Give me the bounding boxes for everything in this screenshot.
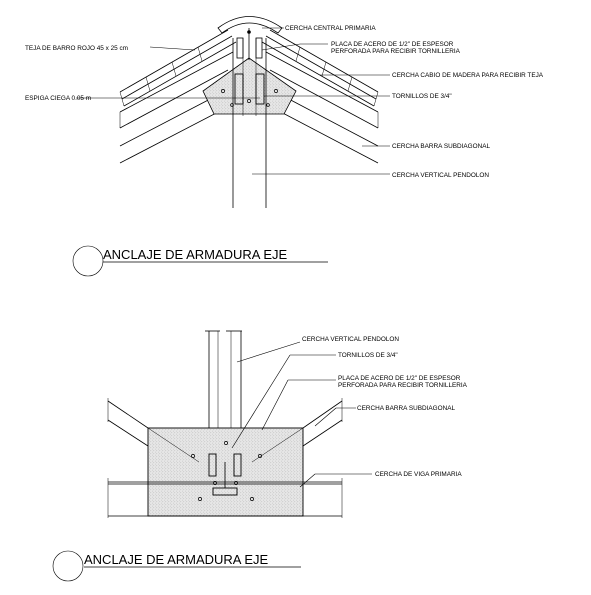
label-barra-subdiagonal: CERCHA BARRA SUBDIAGONAL xyxy=(392,143,490,150)
vertical-pendolon-bottom xyxy=(205,330,242,428)
steel-plate-bottom xyxy=(208,453,242,496)
title-bubble-bottom xyxy=(52,550,84,582)
steel-plate-top xyxy=(234,28,265,105)
label-cercha-cabio: CERCHA CABIO DE MADERA PARA RECIBIR TEJA xyxy=(392,72,544,79)
bolts-top xyxy=(221,89,278,107)
label-barra-subdiagonal-b: CERCHA BARRA SUBDIAGONAL xyxy=(357,405,455,412)
detail-title-top: ANCLAJE DE ARMADURA EJE xyxy=(103,247,288,262)
subdiagonal-bars-bottom xyxy=(107,398,343,463)
detail-title-bottom: ANCLAJE DE ARMADURA EJE xyxy=(84,552,269,567)
title-bubble-top xyxy=(72,245,104,277)
detail-top: CERCHA CENTRAL PRIMARIA TEJA DE BARRO RO… xyxy=(25,16,544,277)
label-vertical-pendolon-b: CERCHA VERTICAL PENDOLON xyxy=(302,336,399,343)
leaders-top xyxy=(76,27,390,175)
label-teja: TEJA DE BARRO ROJO 45 x 25 cm xyxy=(25,45,128,52)
label-placa-line1-b: PLACA DE ACERO DE 1/2" DE ESPESOR xyxy=(338,375,461,382)
label-viga-primaria: CERCHA DE VIGA PRIMARIA xyxy=(375,471,462,478)
subdiagonal-bars xyxy=(119,96,379,164)
anchor-block-top xyxy=(202,57,297,115)
rafter-right xyxy=(265,51,379,129)
label-tornillos-b: TORNILLOS DE 3/4" xyxy=(338,352,398,359)
bolts-bottom xyxy=(191,441,262,501)
label-espiga: ESPIGA CIEGA 0.05 m xyxy=(25,95,91,102)
ridge-tile xyxy=(217,16,283,34)
label-vertical-pendolon: CERCHA VERTICAL PENDOLON xyxy=(392,172,489,179)
label-placa-line1: PLACA DE ACERO DE 1/2" DE ESPESOR xyxy=(331,41,454,48)
leaders-bottom xyxy=(231,341,372,488)
roof-tiles-left xyxy=(119,29,237,107)
rafter-left xyxy=(119,51,234,129)
detail-bottom: CERCHA VERTICAL PENDOLON TORNILLOS DE 3/… xyxy=(52,330,468,582)
label-placa-line2: PERFORADA PARA RECIBIR TORNILLERIA xyxy=(331,48,461,55)
label-cercha-central: CERCHA CENTRAL PRIMARIA xyxy=(285,25,376,32)
label-tornillos: TORNILLOS DE 3/4" xyxy=(392,93,452,100)
anchor-block-bottom xyxy=(147,427,304,517)
label-placa-line2-b: PERFORADA PARA RECIBIR TORNILLERIA xyxy=(338,382,468,389)
